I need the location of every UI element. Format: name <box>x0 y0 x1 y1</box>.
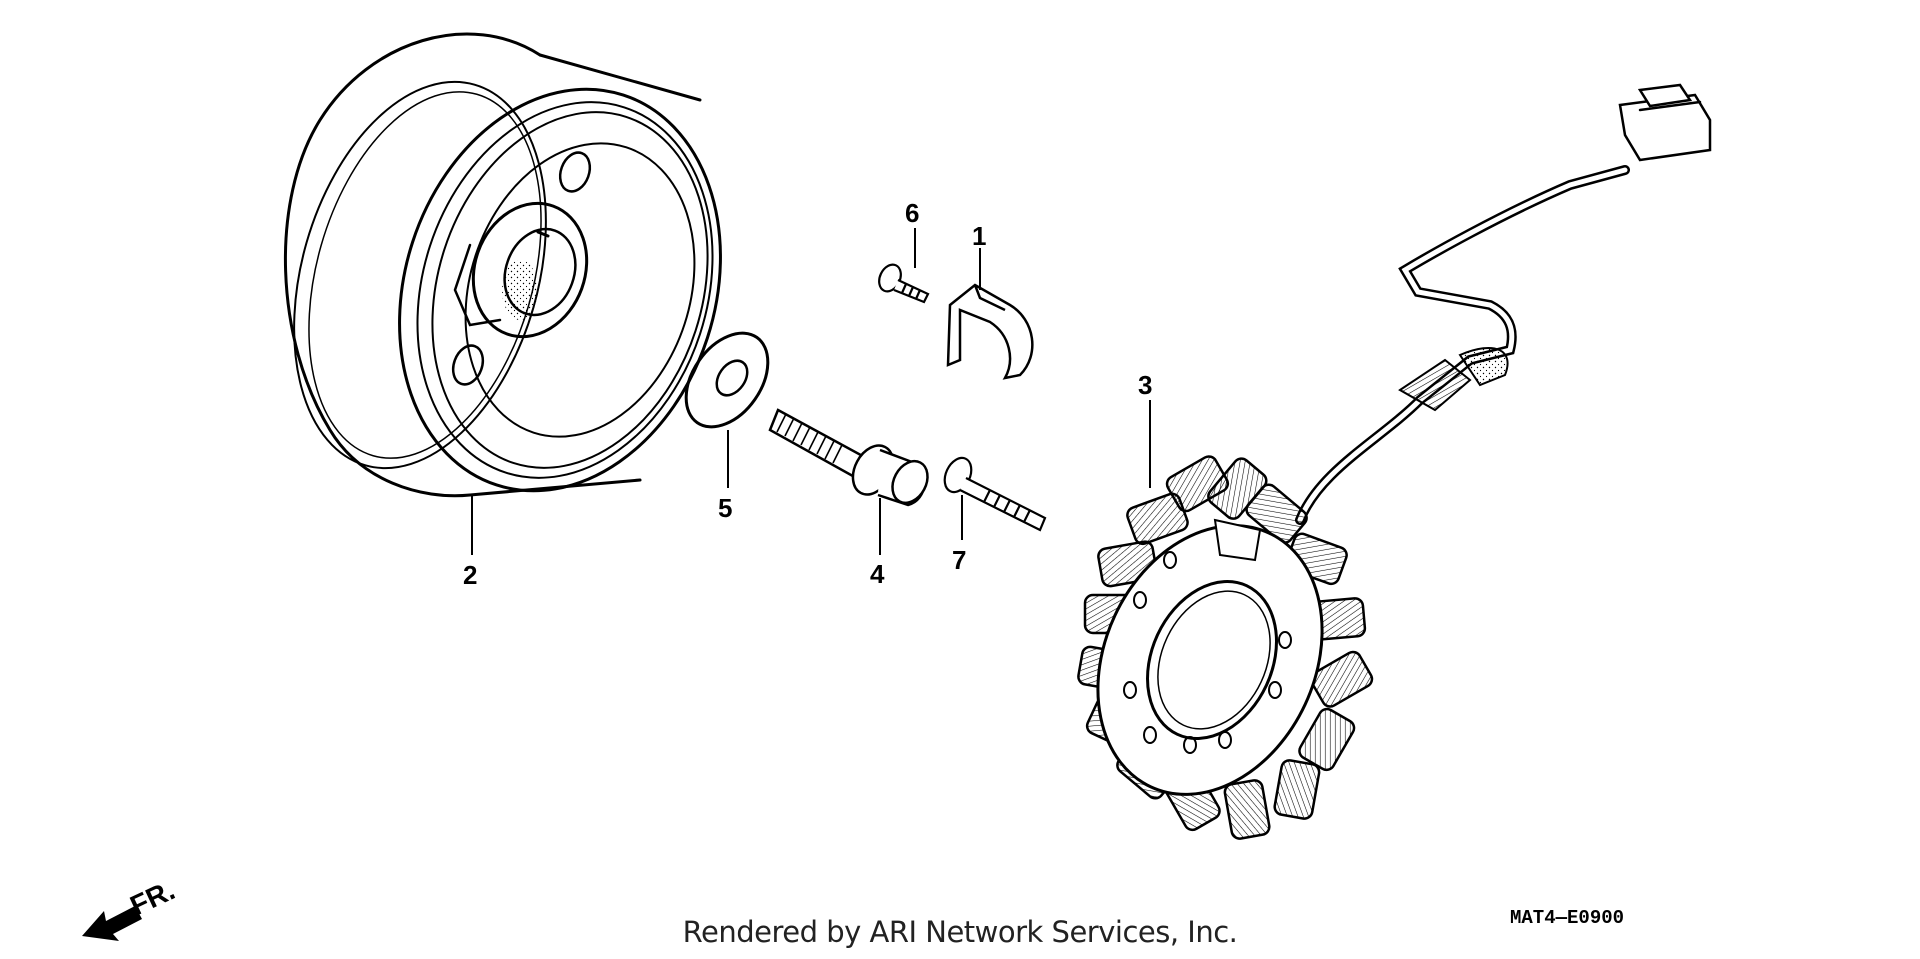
wire-clamp-part <box>946 283 1034 380</box>
screw-part-7 <box>943 456 1047 532</box>
callout-3: 3 <box>1138 370 1152 400</box>
stator-part <box>1077 83 1712 840</box>
flywheel-rotor-part <box>283 32 722 498</box>
leader-lines <box>471 228 1151 555</box>
rendered-by-credit: Rendered by ARI Network Services, Inc. <box>682 915 1238 949</box>
screw-part-6 <box>878 263 930 304</box>
callout-2: 2 <box>463 560 477 590</box>
callout-7: 7 <box>952 545 966 575</box>
callout-6: 6 <box>905 198 919 228</box>
washer-part <box>684 331 770 429</box>
front-arrow-icon <box>82 906 142 941</box>
callout-1: 1 <box>972 221 986 251</box>
diagram-code: MAT4—E0900 <box>1510 907 1625 929</box>
callout-5: 5 <box>718 493 732 523</box>
flange-bolt-part <box>768 408 929 507</box>
callout-4: 4 <box>870 559 885 589</box>
